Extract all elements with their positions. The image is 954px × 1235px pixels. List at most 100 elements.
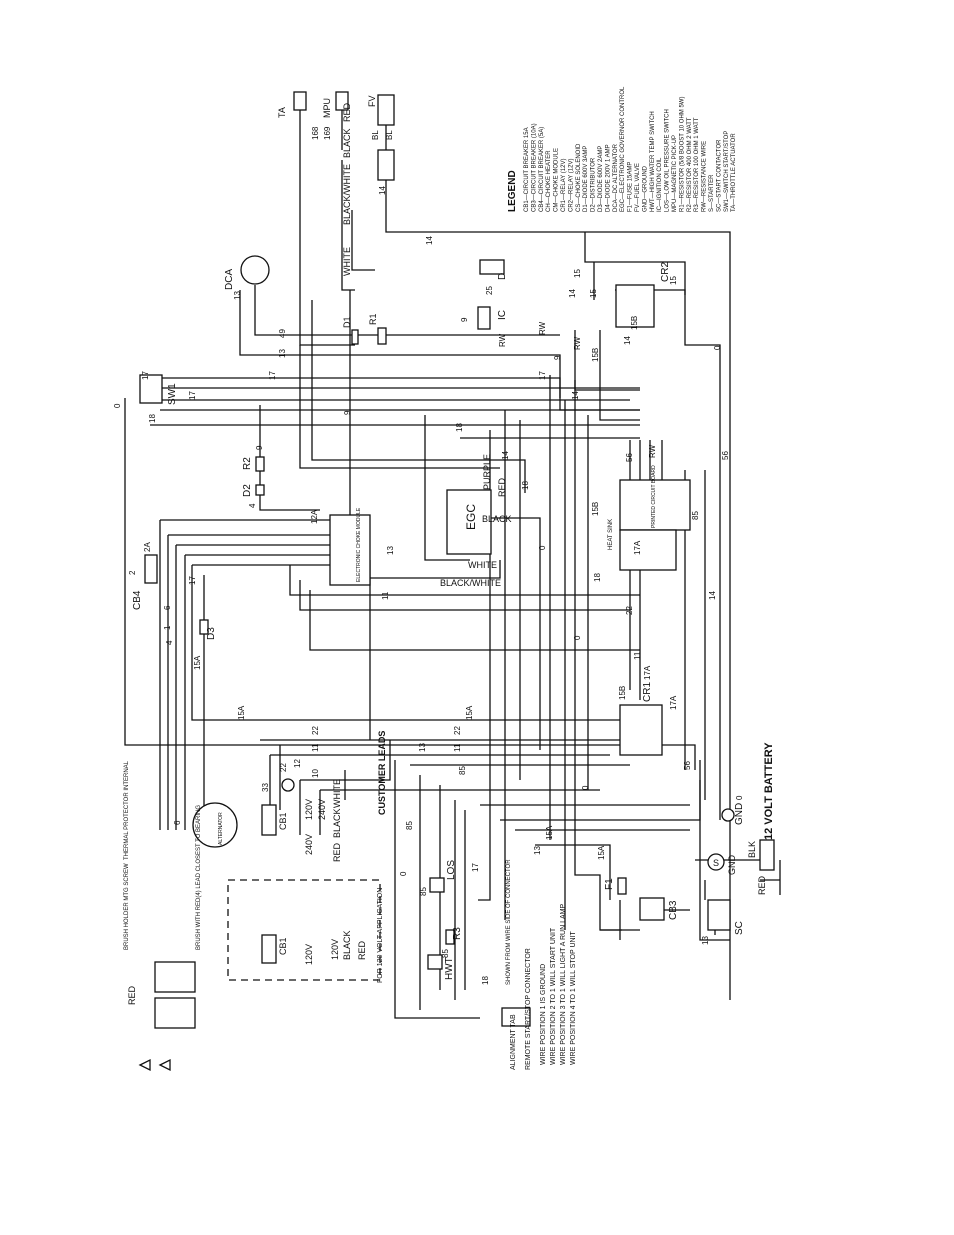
wire-number-n14b: 14 [425, 236, 434, 245]
legend-item: R1—RESISTOR (5/8 BOOST 10 OHM 5W) [679, 97, 685, 212]
legend-item: CH—CHOKE HEATER [546, 150, 552, 212]
wire-rw-2: RW [538, 321, 547, 335]
wire-number-n17Ac: 17A [633, 540, 642, 555]
cb1-label: CB1 [278, 812, 288, 830]
wire-position-2-note: WIRE POSITION 2 TO 1 WILL START UNIT [550, 927, 557, 1065]
legend-item: SW1—SWITCH START/STOP [724, 131, 730, 212]
voltage-120v-a: 120V [304, 799, 314, 820]
wire-blk-battery: BLK [747, 841, 757, 858]
wire-number-n15Aa: 15A [193, 655, 202, 670]
wire-white-egc: WHITE [468, 560, 497, 570]
wire-number-n4a: 4 [165, 640, 174, 645]
wire-number-n17c: 17 [538, 371, 547, 380]
legend-item: FV—FUEL VALVE [635, 163, 641, 212]
legend-item: CR2—RELAY (12V) [568, 159, 574, 212]
wire-red-customer: RED [332, 842, 342, 862]
wire-rw-4: RW [648, 444, 657, 458]
wire-number-n14d: 14 [623, 336, 632, 345]
legend-item: R2—RESISTOR 400 OHM 2 WATT [687, 117, 693, 212]
wire-number-n0b: 0 [538, 545, 547, 550]
shown-note: SHOWN FROM WIRE SIDE OF CONNECTOR [506, 859, 512, 985]
wire-number-n17Ab: 17A [669, 695, 678, 710]
ta-label: TA [277, 107, 287, 118]
legend-item: F1—FUSE 15AMP [628, 162, 634, 212]
wire-number-n11c: 11 [381, 591, 390, 600]
wire-number-n33: 33 [261, 783, 270, 792]
wire-red-egc: RED [497, 477, 507, 497]
wire-number-n0g: 0 [735, 795, 744, 800]
wire-number-n169: 169 [323, 126, 332, 140]
wire-color-labels: WHITE BLACK/WHITE BLACK RED BL BL PURPLE… [127, 102, 767, 1005]
wire-position-1-note: WIRE POSITION 1 IS GROUND [540, 964, 547, 1065]
wire-number-n10: 10 [311, 769, 320, 778]
voltage-120v-b: 120V [330, 939, 340, 960]
wire-number-n13d: 13 [418, 743, 427, 752]
wire-red: RED [342, 102, 352, 122]
ic-label: IC [497, 310, 508, 320]
wire-black-white-egc: BLACK/WHITE [440, 578, 501, 588]
wire-number-n22b: 22 [453, 726, 462, 735]
voltage-120v-c: 120V [304, 944, 314, 965]
wire-number-n15Ad: 15A [545, 825, 554, 840]
wire-red-battery: RED [757, 875, 767, 895]
wire-number-n12b: 12 [293, 759, 302, 768]
wire-number-n9c: 9 [343, 410, 352, 415]
mpu-label: MPU [322, 98, 332, 118]
legend-item: GND—GROUND [642, 165, 648, 212]
legend-item: R3—RESISTOR 100 OHM 1 WATT [694, 117, 700, 212]
wire-black-white: BLACK/WHITE [342, 164, 352, 225]
wire-number-n6a: 6 [163, 605, 172, 610]
wire-number-n13a: 13 [233, 291, 242, 300]
wire-number-n4b: 4 [248, 503, 257, 508]
wire-number-n17f: 17 [471, 863, 480, 872]
cb1-alt-label: CB1 [278, 937, 288, 955]
wire-number-n14g: 14 [708, 591, 717, 600]
wire-number-n14e: 14 [571, 391, 580, 400]
wire-number-n9d: 9 [255, 445, 264, 450]
wire-number-n168: 168 [311, 126, 320, 140]
wire-number-n2: 2 [128, 570, 137, 575]
wire-position-3-note: WIRE POSITION 3 TO 1 WILL LIGHT A RUN LA… [560, 903, 567, 1065]
wire-number-n15a: 15 [589, 289, 598, 298]
r3-label: R3 [452, 927, 463, 940]
wire-number-n0d: 0 [713, 345, 722, 350]
legend-item: HWT—HIGH WATER TEMP SWITCH [650, 111, 656, 212]
legend-item: IC—IGNITION COIL [657, 157, 663, 212]
wire-number-n11b: 11 [453, 743, 462, 752]
gnd-label: GND [734, 803, 745, 825]
wire-position-4-note: WIRE POSITION 4 TO 1 WILL STOP UNIT [570, 930, 577, 1065]
brush-holder-note: BRUSH HOLDER MTG SCREW [124, 863, 130, 950]
wire-number-n0a: 0 [113, 403, 122, 408]
wire-number-n18e: 18 [481, 976, 490, 985]
notes: CUSTOMER LEADS FOR 120 VOLT APPLICATION … [124, 731, 577, 1070]
r2-label: R2 [242, 457, 253, 470]
wire-number-n15Ab: 15A [237, 705, 246, 720]
s-label: S [713, 858, 719, 868]
legend-item: CB4—CIRCUIT BREAKER (5A) [539, 127, 545, 212]
wire-number-n17Aa: 17A [643, 665, 652, 680]
wire-black: BLACK [342, 128, 352, 158]
wire-black-120: BLACK [342, 930, 352, 960]
dca-label: DCA [224, 269, 235, 290]
legend-item: CR1—RELAY (12V) [561, 159, 567, 212]
wire-number-n11d: 11 [633, 651, 642, 660]
heat-sink-label: HEAT SINK [608, 519, 614, 550]
wire-number-n56a: 56 [721, 451, 730, 460]
wire-number-n13c: 13 [386, 546, 395, 555]
customer-leads-note: CUSTOMER LEADS [377, 731, 387, 815]
wire-number-n158c: 15B [591, 502, 600, 516]
wire-white-customer: WHITE [332, 779, 342, 808]
legend-item: TA—THROTTLE ACTUATOR [731, 133, 737, 212]
remote-note: REMOTE START/STOP CONNECTOR [525, 948, 532, 1070]
battery-label: 12 VOLT BATTERY [763, 742, 775, 840]
egc-label: EGC [464, 504, 478, 530]
wire-number-n18d: 18 [593, 573, 602, 582]
d1-label: D1 [342, 316, 352, 328]
wire-number-n85a: 85 [405, 821, 414, 830]
legend-item: S—STARTER [709, 174, 715, 212]
legend-item: D2—DISTRIBUTOR [591, 157, 597, 212]
wire-number-n0c: 0 [573, 635, 582, 640]
wire-number-n11a: 11 [311, 743, 320, 752]
